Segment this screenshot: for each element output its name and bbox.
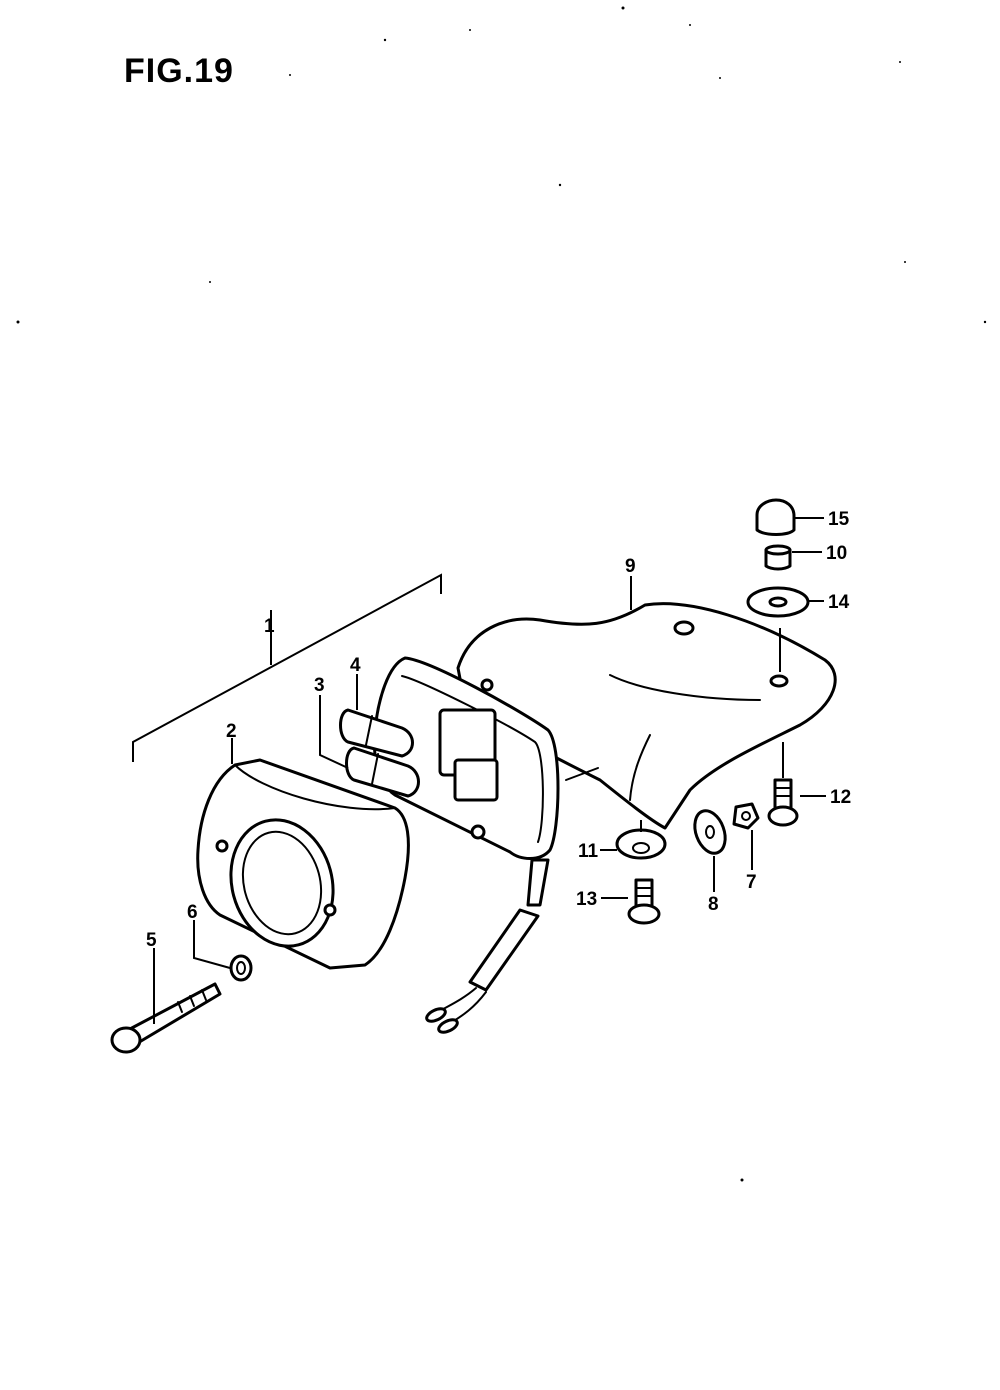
callout-15: 15 xyxy=(828,509,850,530)
callout-5: 5 xyxy=(146,930,157,951)
callout-13: 13 xyxy=(576,889,597,910)
figure-title: FIG.19 xyxy=(124,52,234,90)
part-4-bulb xyxy=(339,708,414,758)
part-6-washer xyxy=(229,954,253,982)
callout-3: 3 xyxy=(314,675,325,696)
part-13-bolt xyxy=(627,878,661,925)
part-12-bolt xyxy=(767,778,799,827)
part-14-washer xyxy=(746,586,810,618)
leader-lines xyxy=(153,517,826,1024)
callout-9: 9 xyxy=(625,556,636,577)
wiring-harness xyxy=(425,858,550,1034)
part-7-nut xyxy=(732,802,760,830)
assembly-bracket xyxy=(132,573,442,762)
part-8-washer xyxy=(693,809,727,855)
lamp-housing xyxy=(372,656,560,860)
callout-11: 11 xyxy=(578,841,599,862)
callout-2: 2 xyxy=(226,721,237,742)
part-11-washer xyxy=(615,828,667,860)
callout-1: 1 xyxy=(264,616,275,637)
callout-14: 14 xyxy=(828,592,850,613)
callout-8: 8 xyxy=(708,894,719,915)
part-10-spacer xyxy=(764,544,792,571)
callout-12: 12 xyxy=(830,787,851,808)
callout-7: 7 xyxy=(746,872,757,893)
scan-speckles xyxy=(16,6,987,1182)
part-3-bulb xyxy=(345,746,420,798)
callout-4: 4 xyxy=(350,655,361,676)
callout-labels: 1 2 3 4 5 6 7 8 9 10 11 12 13 14 15 xyxy=(146,509,851,951)
part-5-screw xyxy=(110,982,222,1054)
part-2-lens xyxy=(196,758,410,970)
part-15-cap-nut xyxy=(755,498,796,536)
callout-6: 6 xyxy=(187,902,198,923)
callout-10: 10 xyxy=(826,543,847,564)
part-9-mounting-bracket xyxy=(456,602,837,830)
